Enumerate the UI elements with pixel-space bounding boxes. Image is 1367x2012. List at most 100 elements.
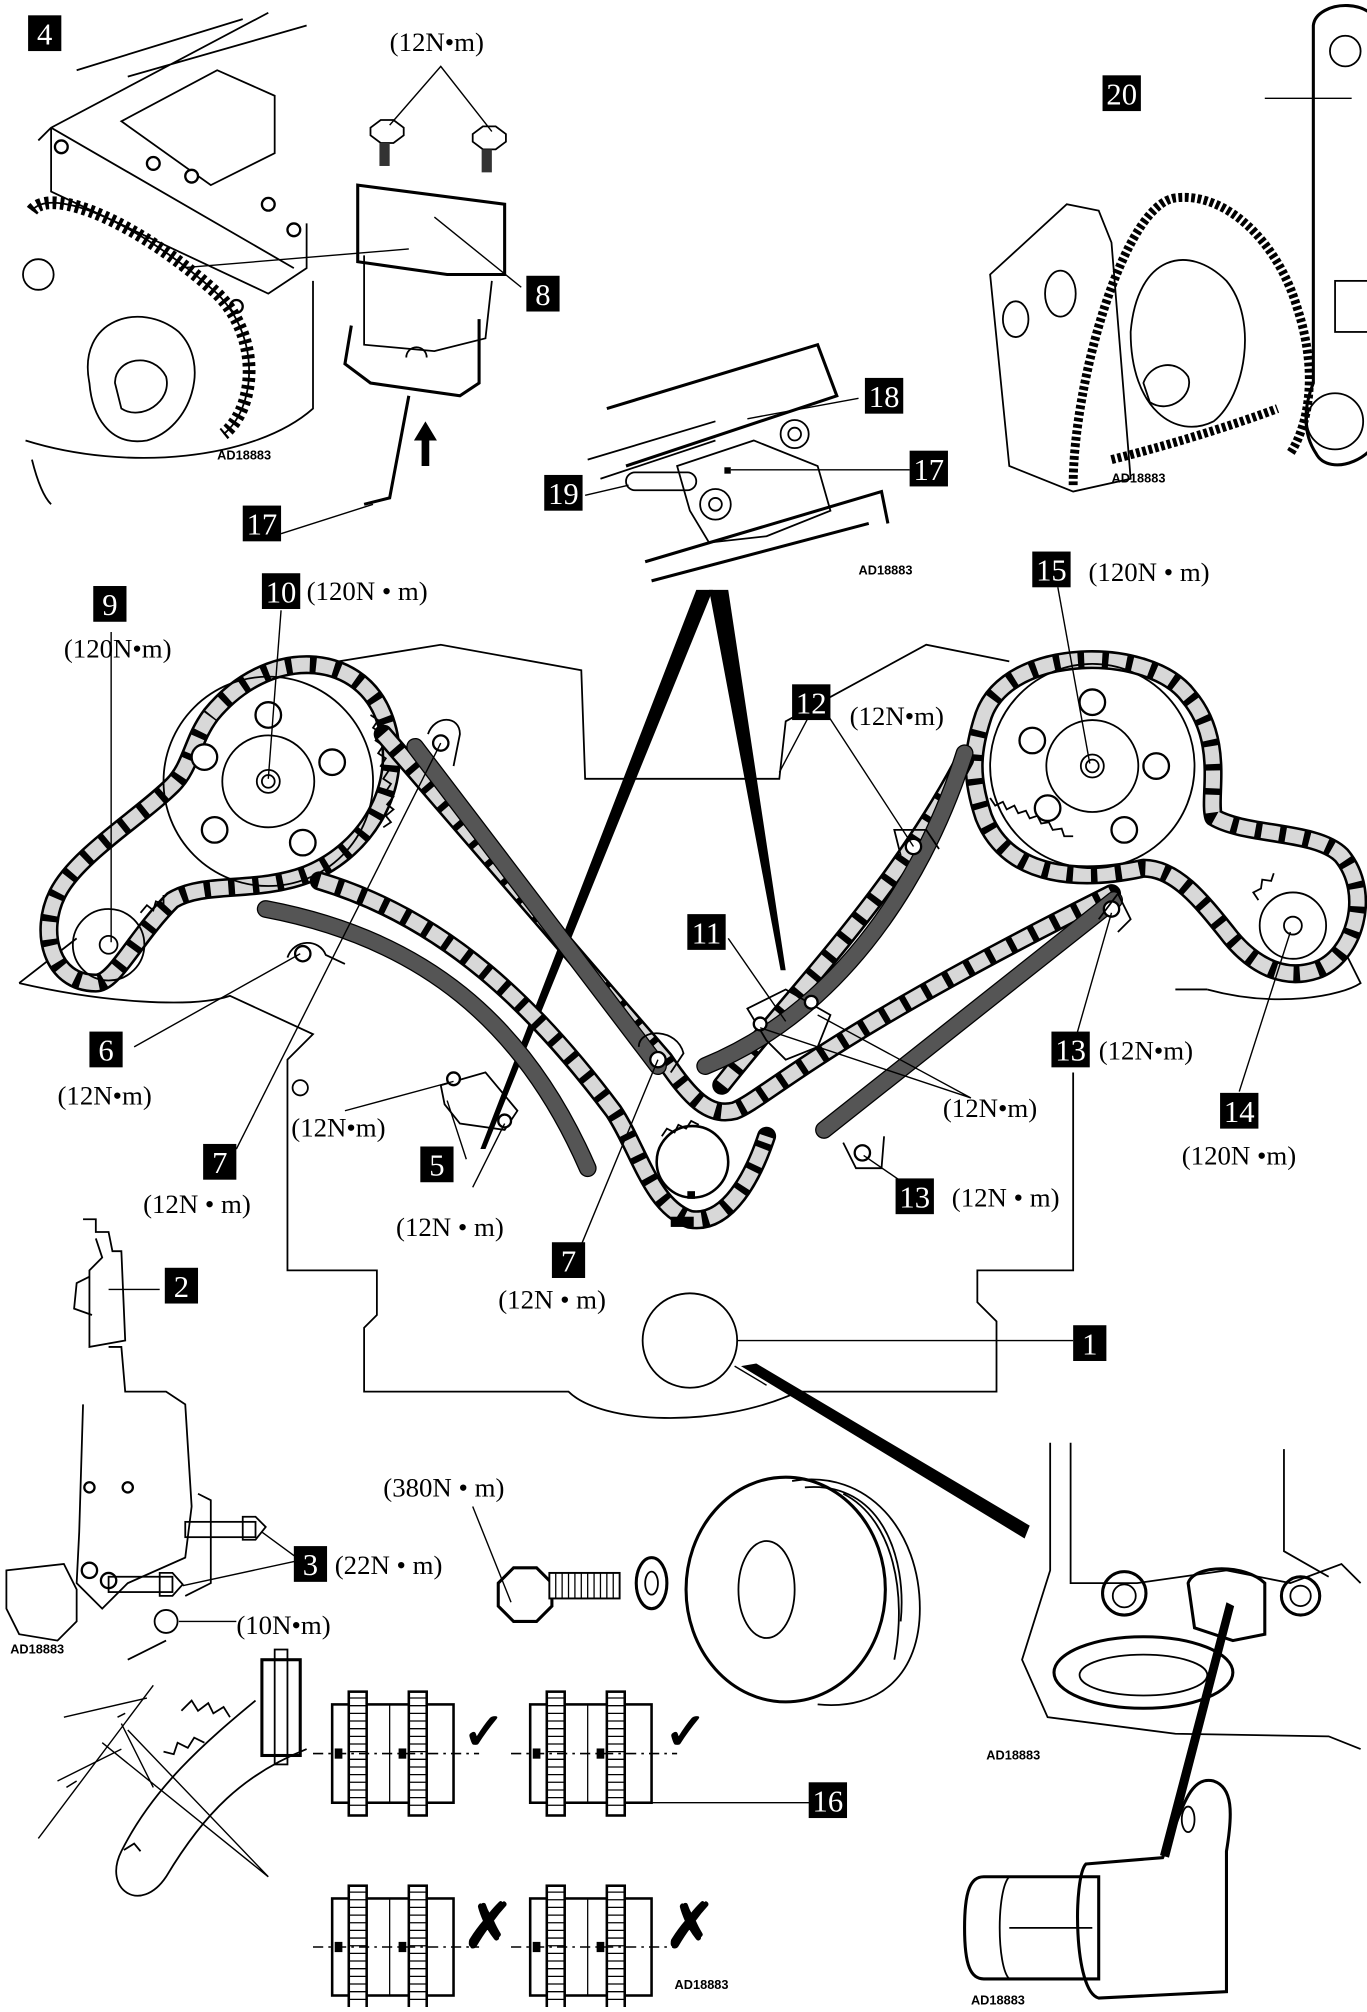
callout-13b: 13 [895, 1178, 934, 1215]
callout-number: 4 [37, 17, 52, 51]
torque-label-7b: (12N • m) [498, 1285, 606, 1315]
incorrect-mark-icon: ✗ [462, 1893, 513, 1961]
callout-number: 6 [98, 1034, 113, 1068]
callout-box [93, 586, 127, 622]
figure-code: AD18883 [10, 1641, 64, 1656]
callout-number: 13 [899, 1181, 930, 1215]
callout-number: 17 [913, 453, 944, 487]
incorrect-mark-icon: ✗ [664, 1893, 715, 1961]
figure-code: AD18883 [986, 1747, 1040, 1762]
callout-number: 1 [1082, 1327, 1097, 1361]
chain-guides [256, 737, 1123, 1178]
callout-9: 9 [93, 586, 127, 622]
callout-number: 9 [102, 588, 117, 622]
callout-5: 5 [420, 1146, 454, 1183]
torque-label-15: (120N • m) [1088, 557, 1209, 587]
callout-box [420, 1146, 454, 1183]
callout-12: 12 [792, 684, 831, 721]
figure-code: AD18883 [859, 563, 913, 578]
torque-label-10: (120N • m) [307, 576, 428, 606]
callout-number: 13 [1055, 1034, 1086, 1068]
callout-number: 14 [1224, 1095, 1255, 1129]
callout-number: 7 [561, 1244, 576, 1278]
callout-box [28, 15, 62, 52]
head-tensioner-view: AD18883 (12N•m) [22, 11, 522, 535]
callout-2: 2 [164, 1267, 199, 1304]
callout-number: 10 [266, 575, 297, 609]
callout-19: 19 [544, 474, 583, 511]
callout-box [544, 474, 583, 511]
callout-box [551, 1242, 586, 1278]
torque-label-5: (12N • m) [396, 1212, 504, 1242]
callout-number: 17 [247, 508, 278, 542]
callout-box [1102, 75, 1141, 112]
torque-label-14: (120N •m) [1182, 1140, 1296, 1170]
torque-label-9: (120N•m) [64, 634, 172, 664]
sprocket-pairs [313, 1690, 678, 2010]
callout-18: 18 [864, 377, 904, 414]
callout-3: 3 [293, 1546, 328, 1582]
correct-mark-icon: ✓ [462, 1704, 505, 1761]
torque-label-3: (22N • m) [335, 1550, 443, 1580]
callout-number: 15 [1036, 554, 1067, 588]
figure-code: AD18883 [217, 448, 271, 463]
callout-7b: 7 [551, 1242, 586, 1278]
crank-tool-detail: AD18883 AD18883 [963, 1442, 1362, 2007]
callout-8: 8 [526, 275, 560, 312]
callout-box [526, 275, 560, 312]
callout-number: 18 [869, 380, 900, 414]
crank-pulley-view [472, 1475, 921, 1707]
callout-number: 19 [548, 477, 579, 511]
callout-10: 10 [261, 573, 301, 609]
callout-box [687, 914, 726, 950]
callout-box [203, 1143, 237, 1180]
callout-17b: 17 [909, 450, 948, 487]
torque-label-guide-left: (12N•m) [291, 1112, 385, 1142]
callout-14: 14 [1220, 1092, 1259, 1129]
torque-label-6: (12N•m) [57, 1080, 151, 1110]
callout-number: 20 [1106, 77, 1137, 111]
torque-label-crank-bolt: (380N • m) [383, 1472, 504, 1502]
figure-code: AD18883 [1111, 471, 1165, 486]
callout-box [164, 1267, 199, 1304]
detail-pointer [1160, 1602, 1235, 1858]
sprocket-alignment-view [37, 1648, 307, 1897]
torque-label-12: (12N•m) [850, 701, 944, 731]
callout-17a: 17 [242, 505, 282, 542]
sprocket-pair [313, 1690, 480, 1817]
callout-box [895, 1178, 934, 1215]
callout-20: 20 [1102, 75, 1141, 112]
callout-box [89, 1031, 123, 1068]
arrow-up-icon [413, 421, 437, 467]
callout-7a: 7 [203, 1143, 237, 1180]
callout-13a: 13 [1051, 1031, 1090, 1068]
callout-1: 1 [1073, 1325, 1107, 1361]
detail-pointer [709, 589, 786, 971]
callout-box [1032, 551, 1071, 588]
callout-box [864, 377, 904, 414]
callout-16: 16 [808, 1782, 848, 1818]
callout-number: 2 [174, 1270, 189, 1304]
callout-4: 4 [28, 15, 62, 52]
sprocket-pair [511, 1884, 678, 2010]
callout-box [1051, 1031, 1090, 1068]
sprocket-pair [511, 1690, 678, 1817]
callout-box [1220, 1092, 1259, 1129]
oil-pump-view: AD18883 [5, 1218, 301, 1661]
torque-label-oil-pump-nut: (10N•m) [236, 1610, 330, 1640]
callout-number: 7 [212, 1146, 227, 1180]
callout-number: 16 [813, 1784, 844, 1818]
callout-number: 5 [429, 1149, 444, 1183]
callout-15: 15 [1032, 551, 1071, 588]
torque-label-13b: (12N • m) [952, 1183, 1060, 1213]
right-bank-cams [964, 650, 1367, 984]
callout-box [792, 684, 831, 721]
callout-number: 8 [535, 278, 550, 312]
correct-mark-icon: ✓ [664, 1704, 707, 1761]
crank-holding-tool-view: AD18883 [989, 4, 1367, 493]
figure-code: AD18883 [675, 1977, 729, 1992]
detail-pointer [740, 1363, 1030, 1539]
callout-11: 11 [687, 914, 726, 950]
